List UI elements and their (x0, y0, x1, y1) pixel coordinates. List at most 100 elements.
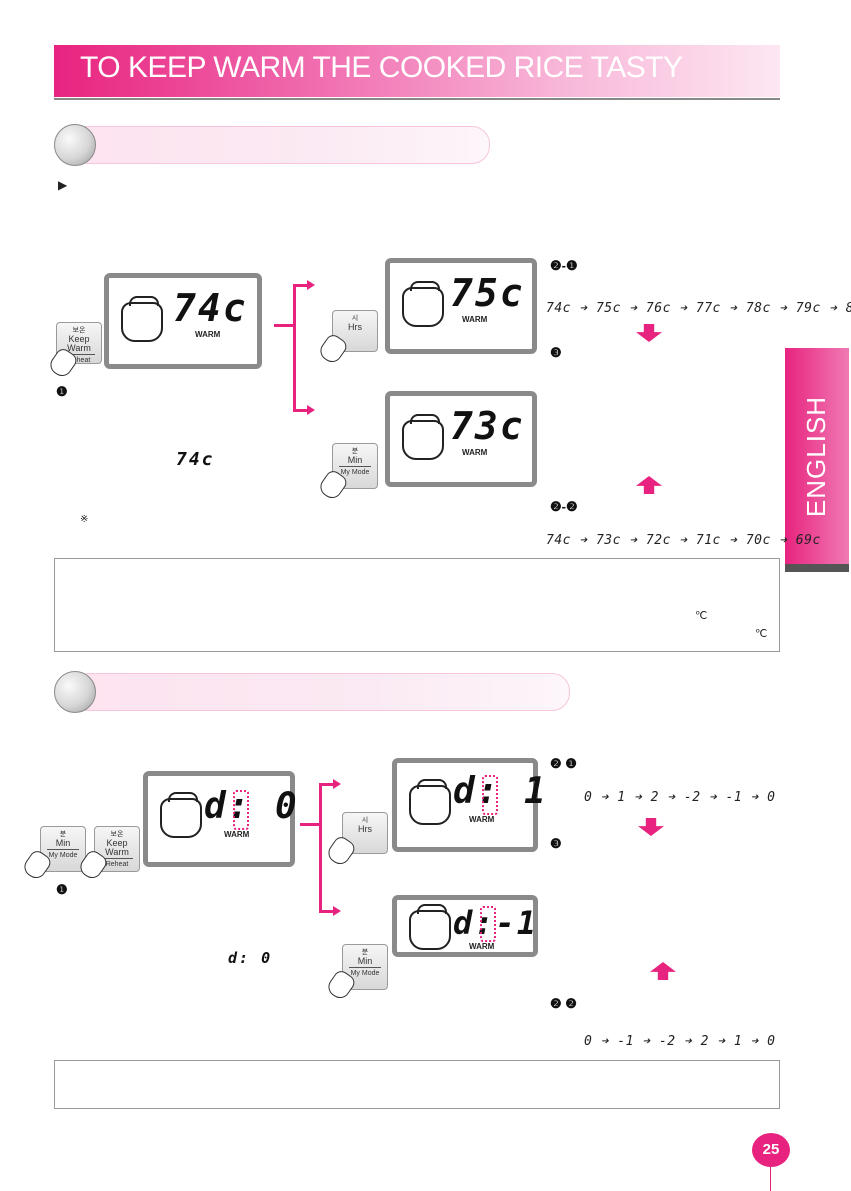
rice-cooker-pot-icon (409, 779, 451, 825)
min-top-label: 분 (351, 448, 359, 455)
note-marker: ※ (80, 514, 89, 525)
hrs-button-2[interactable]: 시 Hrs (342, 812, 388, 854)
note-box-1: ℃ ℃ (54, 558, 780, 652)
bracket-arrow-top-icon (333, 779, 341, 789)
lcd-offset-readout: d: 0 (204, 786, 299, 827)
lcd-display-up: 75c WARM (385, 258, 537, 354)
step2-1-marker-2: ❷ ❶ (550, 756, 577, 771)
degree-symbol: ℃ (695, 610, 708, 622)
button-divider (101, 858, 133, 859)
min-main-label: Min (357, 956, 373, 966)
bracket-stem (274, 324, 294, 327)
min-main-label: Min (347, 455, 363, 465)
button-divider (339, 466, 371, 467)
temperature-sequence-down: 74c ➔ 73c ➔ 72c ➔ 71c ➔ 70c ➔ 69c (546, 533, 821, 548)
min-main-label: Min (55, 838, 71, 848)
min-top-label: 분 (59, 831, 67, 838)
warm-indicator: WARM (224, 830, 250, 839)
lcd-display-up-2: d: 1 WARM (392, 758, 546, 852)
title-underline (54, 98, 780, 100)
inline-temperature-display: 74c (176, 449, 215, 470)
step3-marker: ❸ (550, 345, 562, 360)
pink-arrow-down-icon (636, 324, 662, 342)
warm-indicator: WARM (469, 815, 495, 824)
page-number-line (770, 1167, 771, 1191)
bracket-arrow-bottom-icon (333, 906, 341, 916)
play-marker-icon: ▶ (58, 178, 68, 192)
language-tab (785, 348, 849, 564)
lcd-display-main-2: d: 0 WARM (143, 771, 297, 867)
blinking-digit-highlight (480, 906, 496, 942)
bracket-vertical (293, 284, 296, 412)
keep-warm-main-label: Keep Warm (105, 838, 129, 857)
warm-indicator: WARM (195, 330, 221, 339)
lcd-display-main: 74c WARM (104, 273, 262, 369)
pink-arrow-up-icon (650, 962, 676, 980)
page-title: TO KEEP WARM THE COOKED RICE TASTY (80, 51, 683, 84)
rice-cooker-pot-icon (409, 904, 451, 950)
button-divider (63, 354, 95, 355)
hrs-main-label: Hrs (358, 824, 372, 834)
button-divider (47, 849, 79, 850)
lcd-temperature-up: 75c (450, 271, 525, 315)
keep-warm-sub-label: Reheat (67, 357, 91, 364)
keep-warm-sub-label: Reheat (105, 861, 129, 868)
bracket-top (293, 284, 307, 287)
rice-cooker-pot-icon (160, 792, 202, 838)
keep-warm-top-label: 보온 (110, 831, 124, 838)
min-sub-label: My Mode (340, 469, 370, 476)
bracket-bottom (293, 409, 307, 412)
min-sub-label: My Mode (48, 852, 78, 859)
inline-offset-display: d: 0 (228, 949, 273, 967)
step2-1-marker: ❷-❶ (550, 258, 578, 273)
blinking-digit-highlight (233, 790, 249, 830)
language-tab-label: ENGLISH (801, 395, 832, 517)
blinking-digit-highlight (482, 775, 498, 815)
section1-heading-bar (70, 126, 490, 164)
pink-arrow-up-icon (636, 476, 662, 494)
bracket-arrow-top-icon (307, 280, 315, 290)
language-tab-text-wrap: ENGLISH (785, 348, 849, 564)
lcd-temperature-readout: 74c (173, 286, 248, 330)
hrs-top-label: 시 (351, 315, 359, 322)
min-sub-label: My Mode (350, 970, 380, 977)
language-tab-shadow (785, 564, 849, 572)
min-top-label: 분 (361, 949, 369, 956)
warm-indicator: WARM (469, 942, 495, 951)
hrs-top-label: 시 (361, 817, 369, 824)
bracket-stem (300, 823, 320, 826)
keep-warm-button[interactable]: 보온 Keep Warm Reheat (56, 322, 102, 364)
step1-marker-2: ❶ (56, 882, 68, 897)
section1-bullet-icon (54, 124, 96, 166)
keep-warm-button-2[interactable]: 보온 Keep Warm Reheat (94, 826, 140, 872)
degree-symbol: ℃ (755, 628, 768, 640)
step2-2-marker: ❷-❷ (550, 499, 578, 514)
note-box-2 (54, 1060, 780, 1109)
step2-2-marker-2: ❷ ❷ (550, 996, 577, 1011)
title-banner (54, 45, 780, 97)
lcd-offset-up: d: 1 (453, 771, 548, 812)
bracket-arrow-bottom-icon (307, 405, 315, 415)
step1-marker: ❶ (56, 384, 68, 399)
offset-sequence-up: 0 ➔ 1 ➔ 2 ➔ -2 ➔ -1 ➔ 0 (584, 790, 776, 805)
page-number: 25 (752, 1133, 790, 1167)
rice-cooker-pot-icon (121, 296, 163, 342)
offset-sequence-down: 0 ➔ -1 ➔ -2 ➔ 2 ➔ 1 ➔ 0 (584, 1034, 776, 1049)
button-divider (349, 967, 381, 968)
bracket-vertical (319, 783, 322, 913)
step3-marker-2: ❸ (550, 836, 562, 851)
bracket-bottom (319, 910, 333, 913)
warm-indicator: WARM (462, 448, 488, 457)
lcd-display-down-2: d:-1 WARM (392, 895, 538, 957)
section2-bullet-icon (54, 671, 96, 713)
hrs-main-label: Hrs (348, 322, 362, 332)
bracket-top (319, 783, 333, 786)
keep-warm-main-label: Keep Warm (67, 334, 91, 353)
warm-indicator: WARM (462, 315, 488, 324)
lcd-temperature-down: 73c (450, 404, 525, 448)
pink-arrow-down-icon (638, 818, 664, 836)
lcd-display-down: 73c WARM (385, 391, 537, 487)
keep-warm-top-label: 보온 (72, 327, 86, 334)
rice-cooker-pot-icon (402, 281, 444, 327)
temperature-sequence-up: 74c ➔ 75c ➔ 76c ➔ 77c ➔ 78c ➔ 79c ➔ 80c (546, 301, 851, 316)
